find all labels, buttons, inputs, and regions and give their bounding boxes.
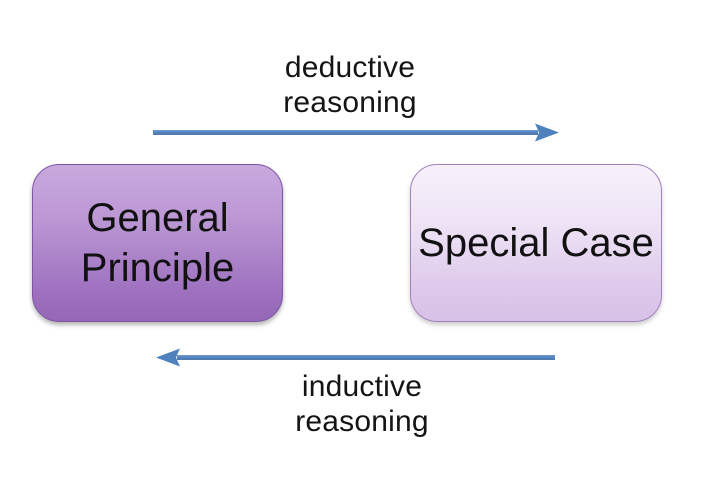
inductive-arrow-left-icon <box>156 348 555 367</box>
node-special-case-label: Special Case <box>418 221 654 265</box>
node-general-principle: General Principle <box>32 164 283 322</box>
inductive-reasoning-label: inductive reasoning <box>295 370 429 438</box>
node-special-case: Special Case <box>410 164 662 322</box>
node-general-principle-label: General Principle <box>80 196 235 290</box>
deductive-arrow-right-icon <box>153 123 559 142</box>
deductive-reasoning-label: deductive reasoning <box>283 51 417 119</box>
